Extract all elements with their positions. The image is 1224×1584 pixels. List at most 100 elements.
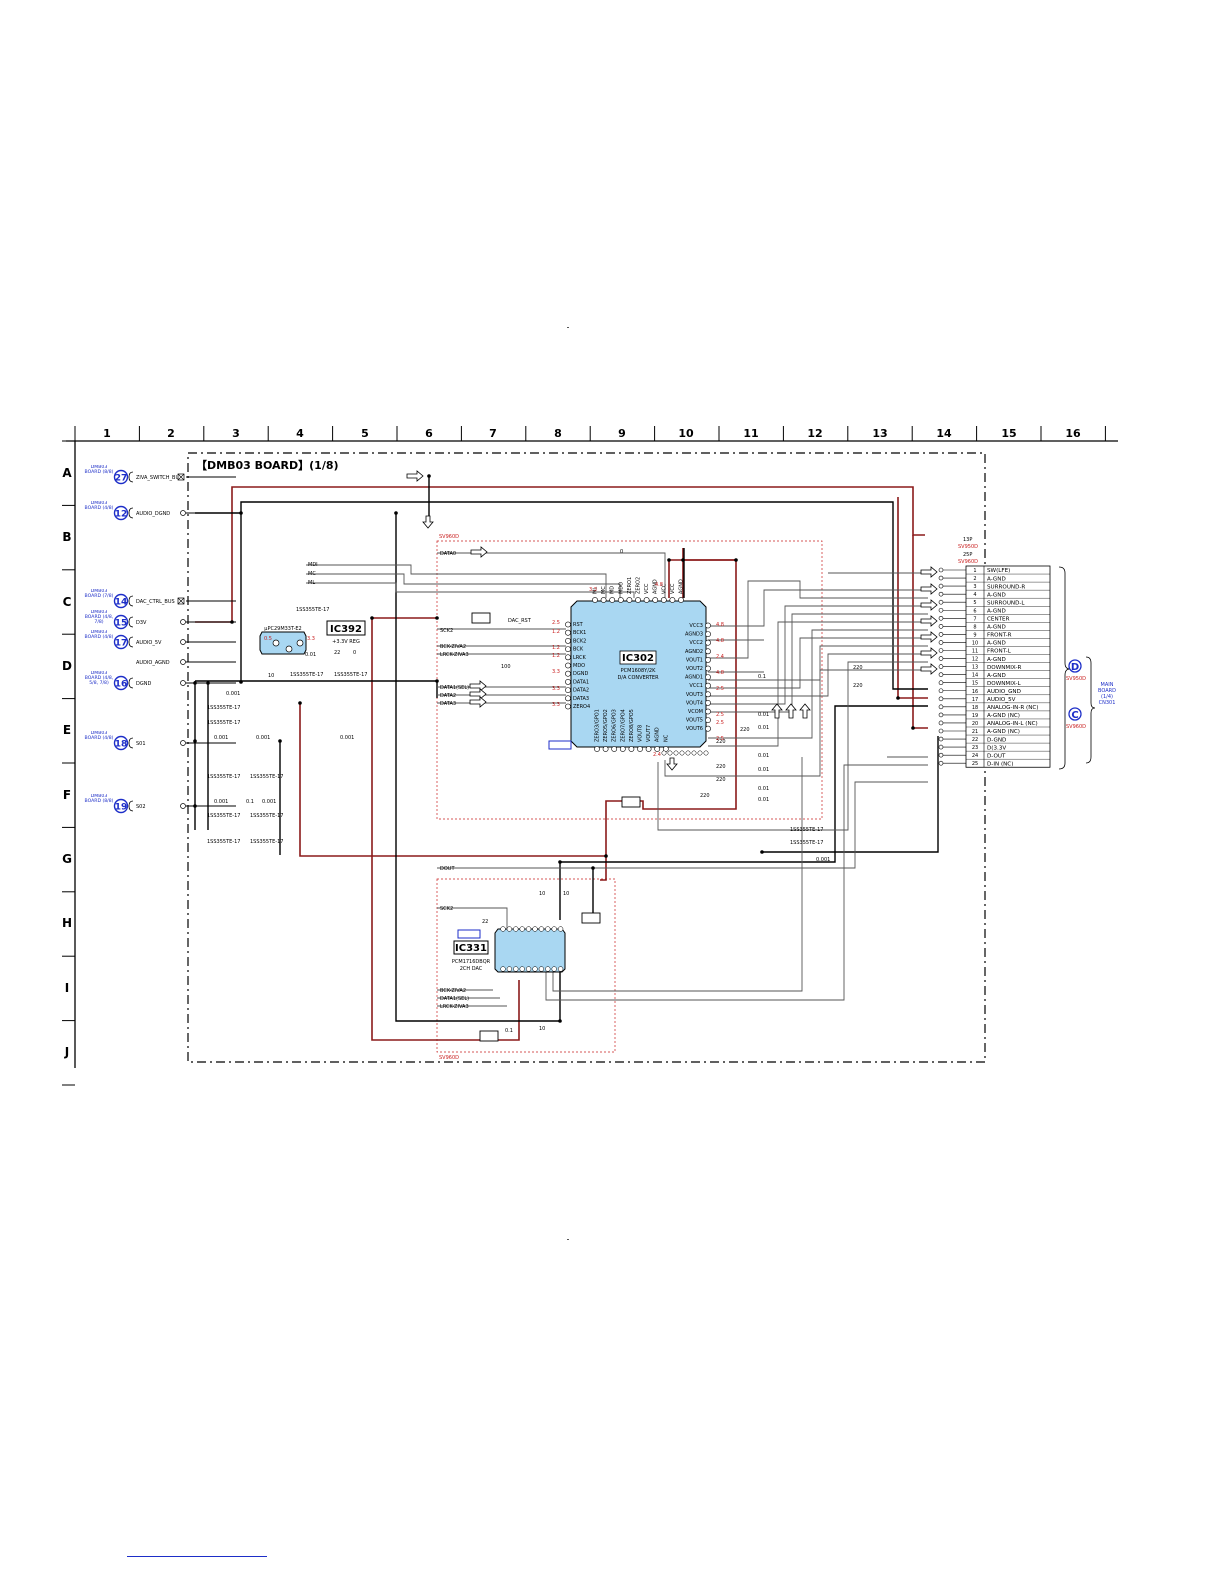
- voltage: 4.8: [655, 582, 663, 588]
- ic331-pin: [506, 926, 513, 932]
- connector-pin-number: 10: [972, 640, 978, 646]
- junction-dot: [298, 701, 302, 705]
- cap-value: 0.001: [262, 799, 276, 805]
- connector-signal: S01: [136, 741, 146, 747]
- ic302-pin-label: MD: [610, 586, 616, 594]
- junction-dot: [278, 739, 282, 743]
- junction-dot: [760, 850, 764, 854]
- connector-pin-name: AUDIO_5V: [987, 697, 1016, 703]
- connector-board-ref: DMB03 BOARD (4/8): [84, 630, 114, 641]
- cap-value: 10: [268, 673, 274, 679]
- cap-value: 10: [539, 891, 545, 897]
- ic302-chip[interactable]: IC302 PCM1608Y/2K D/A CONVERTER RSTBCK1B…: [565, 577, 711, 756]
- connector-pin-number: 24: [972, 753, 978, 759]
- connector-pin-name: DOWNMIX-R: [987, 665, 1021, 671]
- ic331-chip[interactable]: IC331 PCM1716DBQR 2CH DAC: [452, 926, 566, 973]
- col-label: 8: [554, 427, 562, 440]
- ic302-pin-label: AGND2: [685, 649, 703, 655]
- diode-label: 1SS355TE-17: [790, 827, 823, 833]
- junction-dot: [896, 696, 900, 700]
- ic302-pin-label: AGND3: [685, 632, 703, 638]
- ic302-extra-pin: [667, 750, 673, 756]
- ic331-pin: [532, 966, 538, 972]
- junction-dot: [911, 726, 915, 730]
- connector-pin-name: D(3.3V: [987, 745, 1006, 751]
- signal-arrows: [406, 470, 938, 771]
- connector-signal: S02: [136, 804, 146, 810]
- ic302-pin-label: AGND1: [685, 675, 703, 681]
- control-label: MDI: [308, 562, 318, 568]
- ic331-pin: [525, 966, 532, 972]
- sv-model-box: [457, 929, 481, 939]
- cap-value: 10: [563, 891, 569, 897]
- ic331-pin: [506, 966, 513, 972]
- connector-pin-name: A-GND: [987, 608, 1006, 614]
- diode-label: 1SS355TE-17: [207, 720, 240, 726]
- cap-value: 220: [716, 777, 726, 783]
- ic331-pin: [525, 926, 532, 932]
- cap-value: 0.1: [505, 1028, 513, 1034]
- voltage: 2.5: [716, 736, 724, 742]
- voltage: 0: [620, 549, 623, 555]
- connector-pin-terminal: [938, 712, 944, 718]
- cap-value: 220: [700, 793, 710, 799]
- voltage: 2.4: [716, 654, 724, 660]
- row-ticks: [62, 440, 75, 1086]
- ic302-pin-label: BCK1: [573, 630, 586, 636]
- connector-pin-number: 22: [972, 737, 978, 743]
- row-label: J: [64, 1045, 69, 1059]
- signal-label: DATA3: [440, 701, 456, 707]
- connector-pin-name: A-GND: [987, 673, 1006, 679]
- ic331-pin: [557, 966, 564, 972]
- ic331-signal-labels: SCK2 BCK-ZIVA2 DATA1(SEL) LRCK-ZIVA3: [440, 906, 469, 1010]
- ref-d: D SV950D: [1066, 659, 1086, 682]
- ic302-extra-pin: [661, 750, 667, 756]
- connector-pin-number: 7: [973, 616, 976, 622]
- diode-label: 1SS355TE-17: [334, 672, 367, 678]
- ic302-pin-label: VCC3: [689, 623, 703, 629]
- footer-link-underline: [127, 1556, 267, 1557]
- signal-label: SCK2: [440, 906, 453, 912]
- connector-pin-terminal: [938, 752, 944, 758]
- ic302-pin-label: AGND: [653, 579, 659, 594]
- cap-value: 22: [334, 650, 340, 656]
- cap-value: 0.001: [340, 735, 354, 741]
- connector-number: 18: [115, 740, 128, 750]
- ic302-pin-label: VOUT7: [646, 725, 652, 742]
- ic302-label: IC302: [622, 653, 654, 664]
- connector-pin-terminal: [938, 583, 944, 589]
- ic302-pin-label: ZERO4: [573, 704, 590, 710]
- col-label: 10: [678, 427, 694, 440]
- signal-label: LRCK-ZIVA3: [440, 652, 469, 658]
- cap-value: 220: [716, 739, 726, 745]
- voltage: 1.2: [552, 653, 560, 659]
- ic392-chip[interactable]: IC392 +3.3V REG μPC29M33T-E2: [259, 620, 366, 655]
- ic302-pin-label: ZERO1: [627, 577, 633, 594]
- cap-value: 0.01: [758, 767, 769, 773]
- voltage: 3.3: [307, 636, 315, 642]
- ic331-pin: [538, 966, 545, 972]
- connector-pin-number: 18: [972, 705, 978, 711]
- connector-pin-number: 4: [973, 592, 976, 598]
- connector-signal: AUDIO_AGND: [136, 660, 170, 666]
- cap-value: 0.01: [758, 725, 769, 731]
- left-connector-agnd[interactable]: AUDIO_AGND: [136, 659, 236, 667]
- main-board-ref: MAIN BOARD (1/4) CN301: [1098, 682, 1116, 706]
- voltage-labels: 2.5 1.2 1.2 1.2 3.3 3.3 3.3 4.8 4.8 2.4 …: [264, 549, 724, 758]
- junction-dot: [591, 866, 595, 870]
- main-board-label: MAIN BOARD (1/4) CN301: [1098, 682, 1116, 706]
- connector-board-ref: DMB03 BOARD (4/8): [84, 501, 114, 512]
- ic331-desc: 2CH DAC: [460, 966, 483, 972]
- ic302-pin-label: VOUT6: [686, 726, 703, 732]
